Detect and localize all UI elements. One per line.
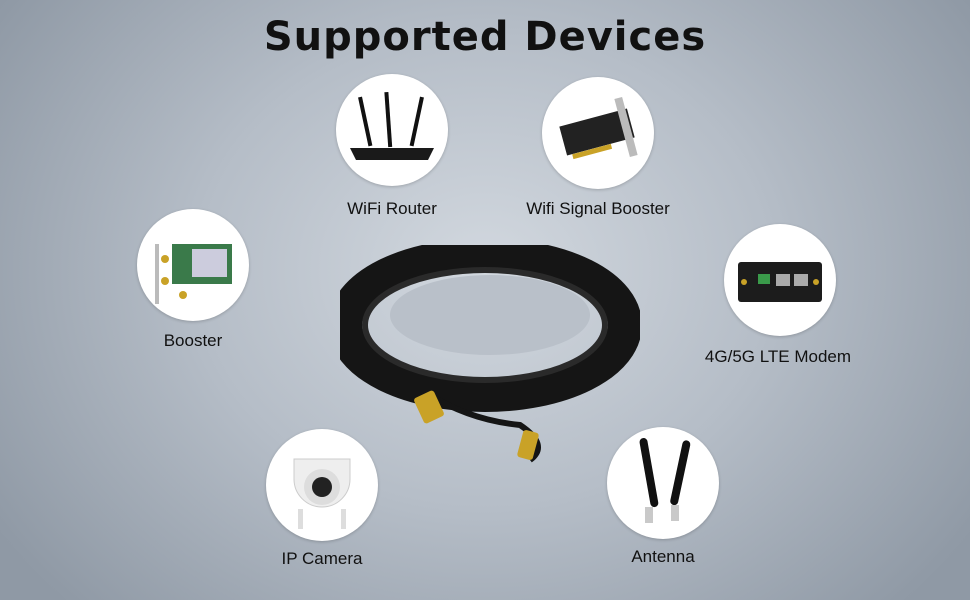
booster-image — [137, 209, 249, 321]
cable-coil-image — [340, 245, 640, 463]
antenna-image — [607, 427, 719, 539]
page-title: Supported Devices — [263, 14, 707, 60]
ip-camera-image — [266, 429, 378, 541]
lte-modem-image — [724, 224, 836, 336]
ip-camera-label: IP Camera — [281, 549, 363, 568]
antenna-label: Antenna — [631, 547, 695, 566]
lte-modem-label: 4G/5G LTE Modem — [704, 347, 852, 366]
booster-label: Booster — [163, 331, 223, 350]
wifi-signal-booster-label: Wifi Signal Booster — [526, 199, 670, 218]
wifi-signal-booster-image — [542, 77, 654, 189]
wifi-router-image — [336, 74, 448, 186]
wifi-router-label: WiFi Router — [347, 199, 437, 218]
